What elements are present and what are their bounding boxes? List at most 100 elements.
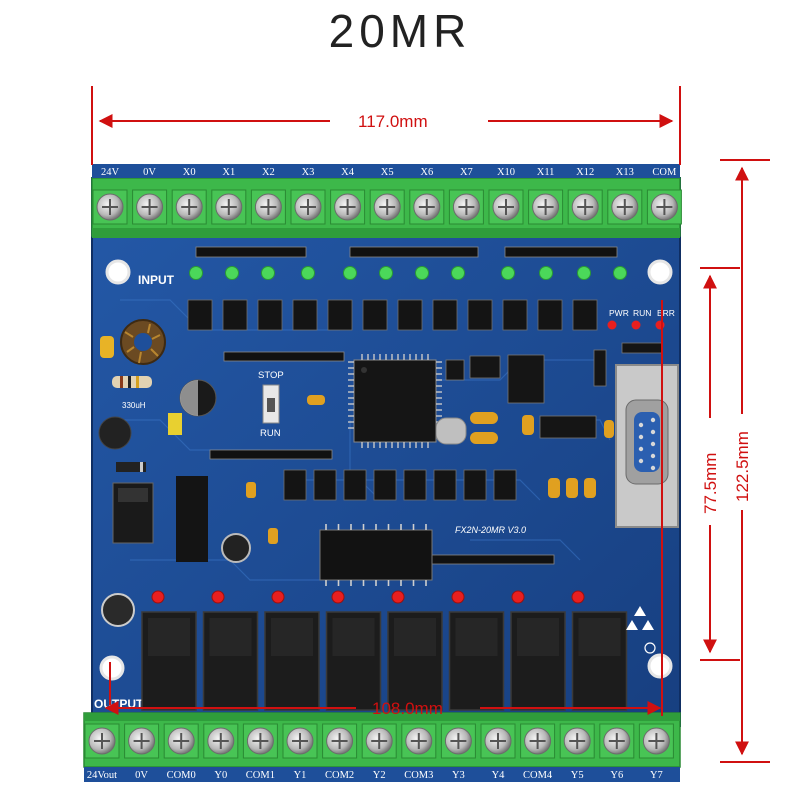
optocoupler [292,299,318,331]
optocoupler [493,469,517,501]
bottom-terminal-screw[interactable] [638,723,674,759]
bottom-pin-label: COM0 [167,770,196,781]
bottom-pin-label: 0V [135,770,148,781]
bottom-terminal-screw[interactable] [480,723,516,759]
dimension-height-outer: 122.5mm [733,431,752,502]
bottom-terminal-screw[interactable] [520,723,556,759]
input-led [415,266,429,280]
input-led [539,266,553,280]
bottom-terminal-screw[interactable] [163,723,199,759]
top-terminal-screw[interactable] [607,189,643,225]
dimension-lines [91,86,770,763]
top-pin-label: X7 [460,167,473,178]
top-terminal-screw[interactable] [528,189,564,225]
status-led-label-run: RUN [633,308,651,318]
output-led [331,590,345,604]
bottom-terminal-screw[interactable] [203,723,239,759]
bottom-terminal-screw[interactable] [322,723,358,759]
top-pin-label: X13 [616,167,634,178]
bottom-pin-label: Y1 [294,770,307,781]
top-pin-label: X3 [302,167,315,178]
top-pin-label: X1 [222,167,235,178]
top-pin-label: X0 [183,167,196,178]
bottom-pin-label: COM4 [523,770,553,781]
output-led [451,590,465,604]
bottom-terminal-screw[interactable] [124,723,160,759]
optocoupler [313,469,337,501]
top-terminal-screw[interactable] [409,189,445,225]
bottom-pin-label: Y3 [452,770,465,781]
top-terminal-screw[interactable] [369,189,405,225]
bottom-terminal-screw[interactable] [599,723,635,759]
top-pin-label: X6 [420,167,433,178]
top-terminal-screw[interactable] [211,189,247,225]
top-pin-label: COM [652,167,677,178]
top-terminal-screw[interactable] [132,189,168,225]
brand-logo [626,606,656,654]
bottom-terminal-screw[interactable] [361,723,397,759]
optocoupler [433,469,457,501]
relay-driver-ic [319,524,433,586]
input-led [613,266,627,280]
top-pin-label: X11 [537,167,555,178]
top-terminal-screw[interactable] [567,189,603,225]
bottom-terminal-screw[interactable] [242,723,278,759]
input-led [577,266,591,280]
optocoupler [537,299,563,331]
relay [325,611,382,711]
input-led [501,266,515,280]
optocoupler [327,299,353,331]
bottom-terminal-screw[interactable] [440,723,476,759]
top-terminal-screw[interactable] [250,189,286,225]
bottom-pin-label: Y7 [650,770,663,781]
stop-run-switch: STOP RUN [258,370,284,439]
board-model-label: FX2N-20MR V3.0 [455,525,526,535]
top-pin-label: X12 [576,167,594,178]
input-led [343,266,357,280]
power-section: 330uH [98,319,325,627]
relay [141,611,197,711]
top-terminal-screw[interactable] [290,189,326,225]
output-led [391,590,405,604]
optocoupler [257,299,283,331]
optocoupler [222,299,248,331]
top-terminal-screw[interactable] [448,189,484,225]
bottom-terminal-screw[interactable] [84,723,120,759]
relays [141,611,628,711]
product-title: 20MR [328,5,472,57]
top-terminal-screw[interactable] [330,189,366,225]
top-pin-label: X2 [262,167,275,178]
optocoupler [502,299,528,331]
input-label: INPUT [138,273,175,287]
optocoupler [432,299,458,331]
top-pin-label: X5 [381,167,394,178]
top-terminal-screw[interactable] [646,189,682,225]
bottom-pin-label: 24Vout [87,770,117,781]
optocoupler [572,299,598,331]
bottom-terminal-block [83,712,681,768]
dimension-width-top: 117.0mm [358,112,428,131]
relay [264,611,320,711]
input-resistor-networks [195,246,618,258]
input-led [451,266,465,280]
resistor-network [209,449,333,460]
bottom-terminal-screw[interactable] [401,723,437,759]
optocoupler [362,299,388,331]
bottom-pin-label: Y6 [610,770,623,781]
bottom-terminal-screw[interactable] [282,723,318,759]
status-led-label-pwr: PWR [609,308,629,318]
output-optocouplers [209,351,555,565]
bottom-pin-label: COM2 [325,770,354,781]
relay [202,611,259,711]
microcontroller-chip [348,354,442,448]
dimension-width-bottom: 108.0mm [372,699,443,718]
bottom-terminal-screw[interactable] [559,723,595,759]
input-led [261,266,275,280]
top-terminal-screw[interactable] [92,189,128,225]
input-optocouplers [187,299,598,331]
resistor-network [429,554,555,565]
top-terminal-screw[interactable] [488,189,524,225]
optocoupler [397,299,423,331]
top-terminal-screw[interactable] [171,189,207,225]
